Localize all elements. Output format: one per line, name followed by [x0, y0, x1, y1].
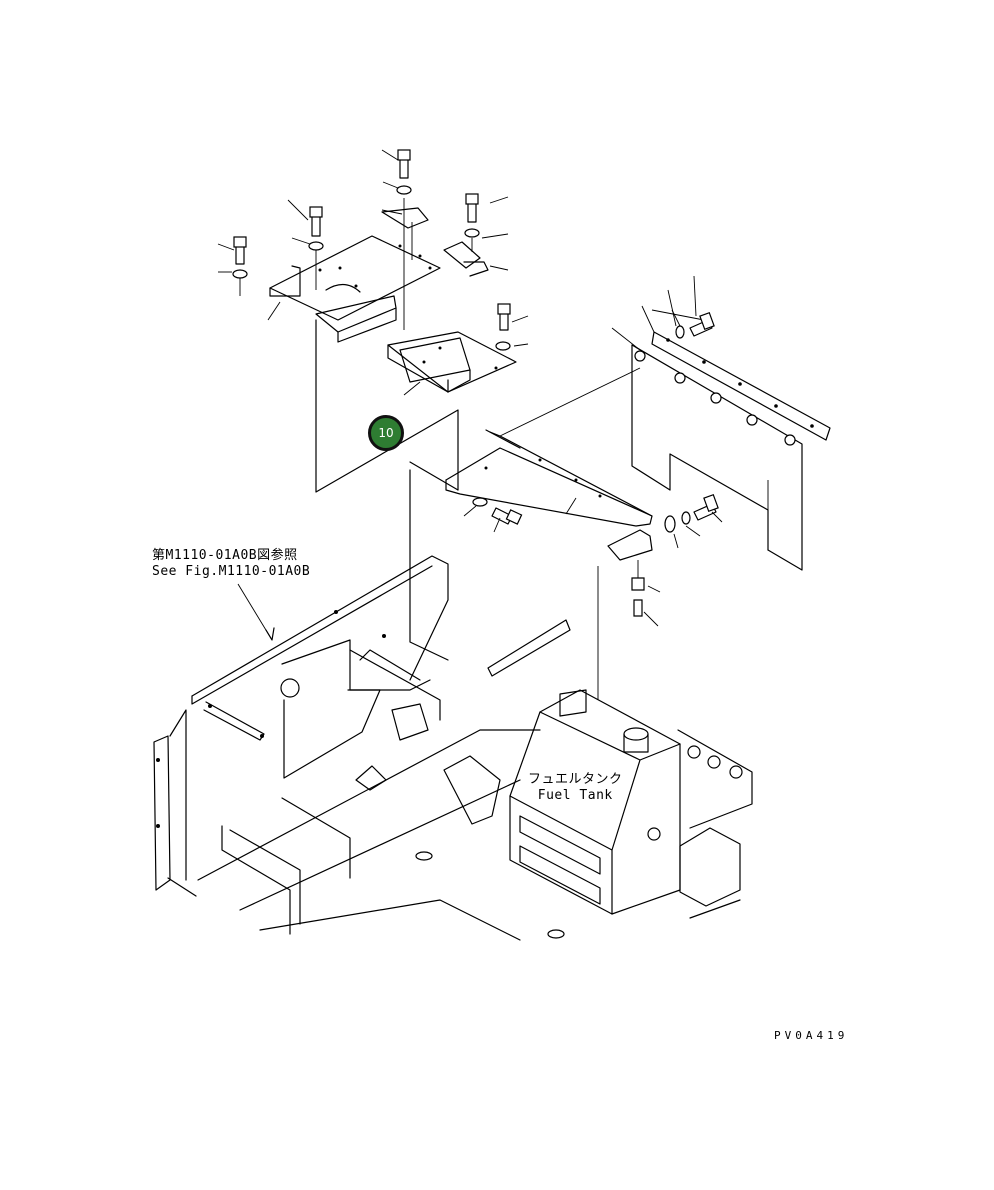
leader-lines-top — [217, 149, 529, 396]
reference-arrow — [237, 583, 275, 641]
bolts-washers-top — [232, 149, 511, 351]
fuel-tank-label: フュエルタンク Fuel Tank — [528, 772, 623, 804]
upper-cover-plate — [269, 207, 517, 393]
drawing-code: PV0A419 — [774, 1029, 849, 1042]
right-panel-assembly — [445, 305, 831, 700]
reference-note: 第M1110-01A0B図参照 See Fig.M1110-01A0B — [152, 548, 310, 580]
outline-lines — [315, 319, 459, 661]
machine-frame — [153, 555, 571, 941]
right-mount-frame — [677, 729, 753, 919]
fuel-tank-label-jp: フュエルタンク — [528, 772, 623, 787]
fuel-tank-label-en: Fuel Tank — [537, 788, 613, 803]
bolts-right — [463, 275, 723, 627]
callout-10[interactable]: 10 — [368, 415, 404, 451]
fuel-tank — [509, 689, 681, 915]
reference-note-jp: 第M1110-01A0B図参照 — [152, 548, 298, 563]
reference-note-en: See Fig.M1110-01A0B — [152, 564, 311, 579]
callout-10-label: 10 — [378, 426, 394, 440]
